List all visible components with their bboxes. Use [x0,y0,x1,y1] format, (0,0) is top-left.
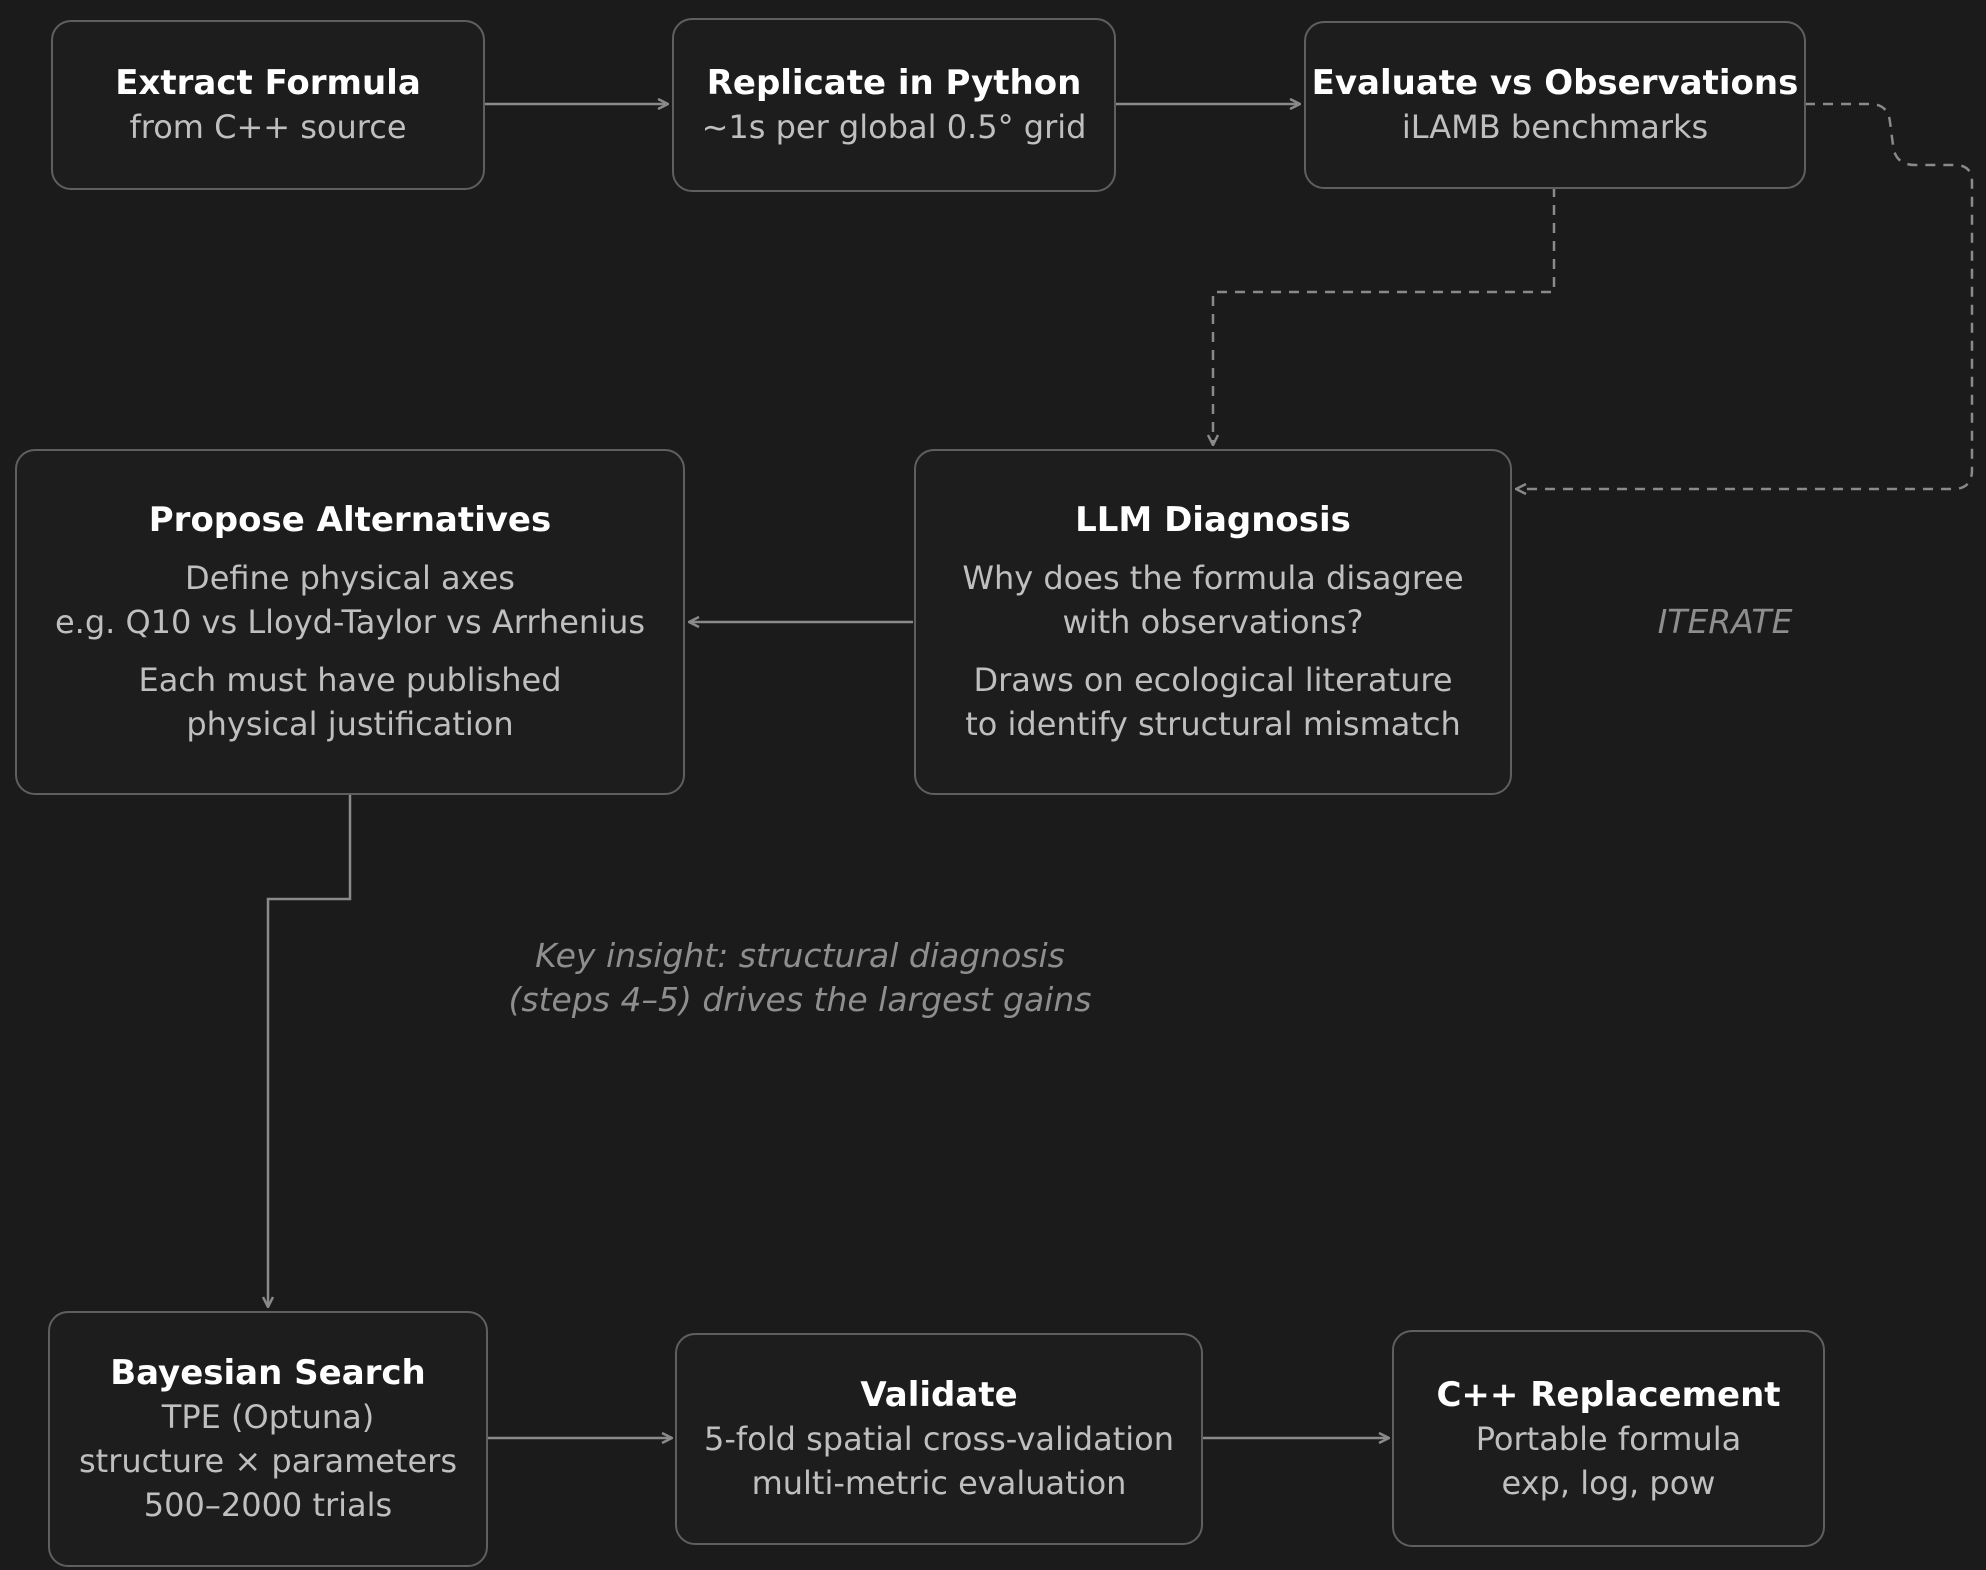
arrow-propose-to-bayesian [268,795,352,1307]
node-text: structure × parameters [79,1442,457,1480]
iterate-label: ITERATE [1657,602,1793,641]
node-text: TPE (Optuna) [161,1398,375,1436]
node-text: multi-metric evaluation [751,1464,1127,1502]
node-title: Evaluate vs Observations [1311,63,1799,103]
node-title: C++ Replacement [1436,1374,1781,1415]
key-insight-note: Key insight: structural diagnosis (steps… [500,934,1100,1022]
node-replicate-python: Replicate in Python ~1s per global 0.5° … [672,18,1116,192]
node-text: Why does the formula disagree [962,559,1464,597]
node-evaluate-observations: Evaluate vs Observations iLAMB benchmark… [1304,21,1806,189]
node-text: from C++ source [129,108,407,146]
node-text: exp, log, pow [1501,1463,1716,1502]
node-text: e.g. Q10 vs Lloyd-Taylor vs Arrhenius [54,603,646,641]
node-title: LLM Diagnosis [1075,500,1351,540]
node-title: Replicate in Python [706,63,1082,103]
arrow-iterate-loop [1516,102,1974,489]
arrow-evaluate-to-diagnosis [1213,187,1556,445]
node-llm-diagnosis: LLM Diagnosis Why does the formula disag… [914,449,1512,795]
node-title: Validate [860,1375,1018,1415]
node-text: Each must have published [138,661,562,699]
node-validate: Validate 5-fold spatial cross-validation… [675,1333,1203,1545]
node-text: 500–2000 trials [143,1486,393,1524]
node-text: iLAMB benchmarks [1401,108,1709,146]
node-text: ~1s per global 0.5° grid [701,108,1087,146]
key-insight-line: (steps 4–5) drives the largest gains [508,980,1092,1019]
node-text: 5-fold spatial cross-validation [703,1420,1175,1458]
node-text: Portable formula [1475,1419,1742,1458]
node-propose-alternatives: Propose Alternatives Define physical axe… [15,449,685,795]
key-insight-line: Key insight: structural diagnosis [535,936,1065,975]
node-text: with observations? [1062,603,1364,641]
node-text: physical justification [186,705,514,743]
node-text: Draws on ecological literature [973,661,1453,699]
node-cpp-replacement: C++ Replacement Portable formula exp, lo… [1392,1330,1825,1547]
node-text: Define physical axes [185,559,515,597]
node-title: Bayesian Search [110,1353,426,1393]
node-bayesian-search: Bayesian Search TPE (Optuna) structure ×… [48,1311,488,1567]
node-title: Extract Formula [115,63,421,103]
node-text: to identify structural mismatch [965,705,1461,743]
node-extract-formula: Extract Formula from C++ source [51,20,485,190]
node-title: Propose Alternatives [148,500,552,540]
